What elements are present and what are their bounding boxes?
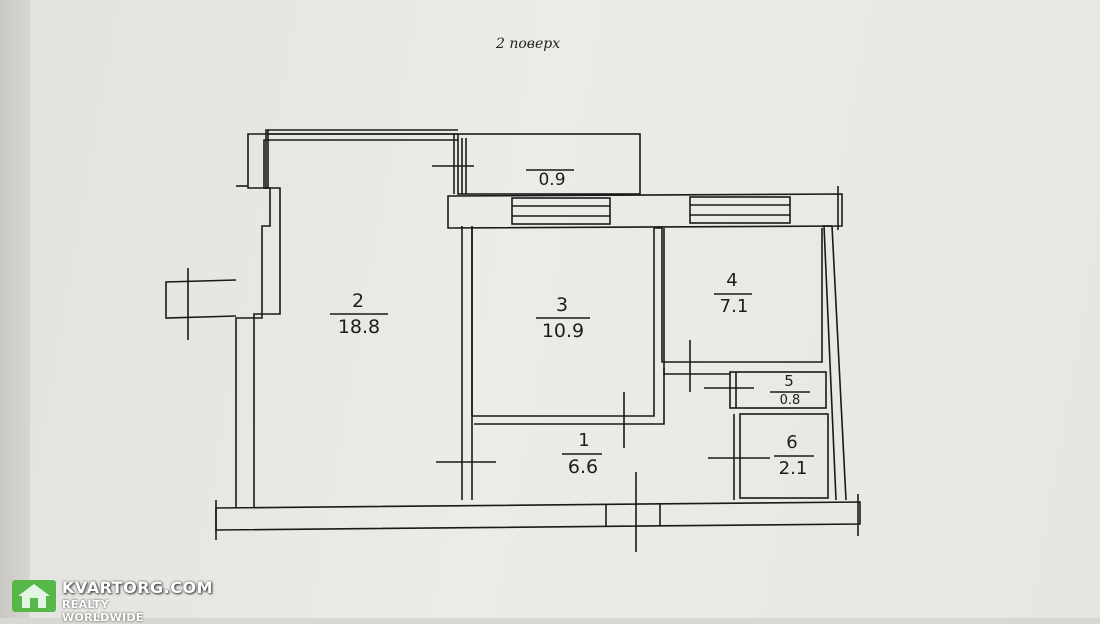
paper-sheet	[30, 0, 1100, 618]
house-logo-icon	[12, 580, 56, 612]
watermark-brand: KVARTORG.COM	[62, 578, 213, 597]
room-4-walls	[654, 225, 847, 501]
room-2-number: 2	[351, 290, 365, 312]
room-2-walls	[165, 129, 496, 508]
room-2-area: 18.8	[337, 316, 381, 338]
room-5-area: 0.8	[779, 393, 801, 408]
balcony	[432, 133, 641, 195]
room-1-area: 6.6	[567, 456, 599, 478]
room-3-number: 3	[555, 294, 569, 316]
room-1-number: 1	[578, 430, 590, 451]
bottom-wall	[215, 472, 861, 552]
room-3-area: 10.9	[541, 320, 585, 342]
room-5-number: 5	[784, 372, 794, 390]
upper-wall	[447, 186, 843, 230]
room-6-area: 2.1	[778, 458, 808, 479]
watermark-subtitle: REALTY WORLDWIDE	[62, 598, 144, 624]
room-4-area: 7.1	[719, 296, 749, 317]
balcony-area: 0.9	[538, 170, 566, 190]
room-5-walls	[704, 371, 827, 409]
room-4-number: 4	[726, 270, 738, 291]
floor-title: 2 поверх	[496, 36, 561, 52]
room-3-walls	[471, 228, 665, 448]
watermark: KVARTORG.COM REALTY WORLDWIDE	[8, 576, 213, 624]
page-edge-shadow	[0, 0, 30, 618]
room-6-walls	[708, 413, 829, 500]
room-6-number: 6	[786, 432, 798, 453]
